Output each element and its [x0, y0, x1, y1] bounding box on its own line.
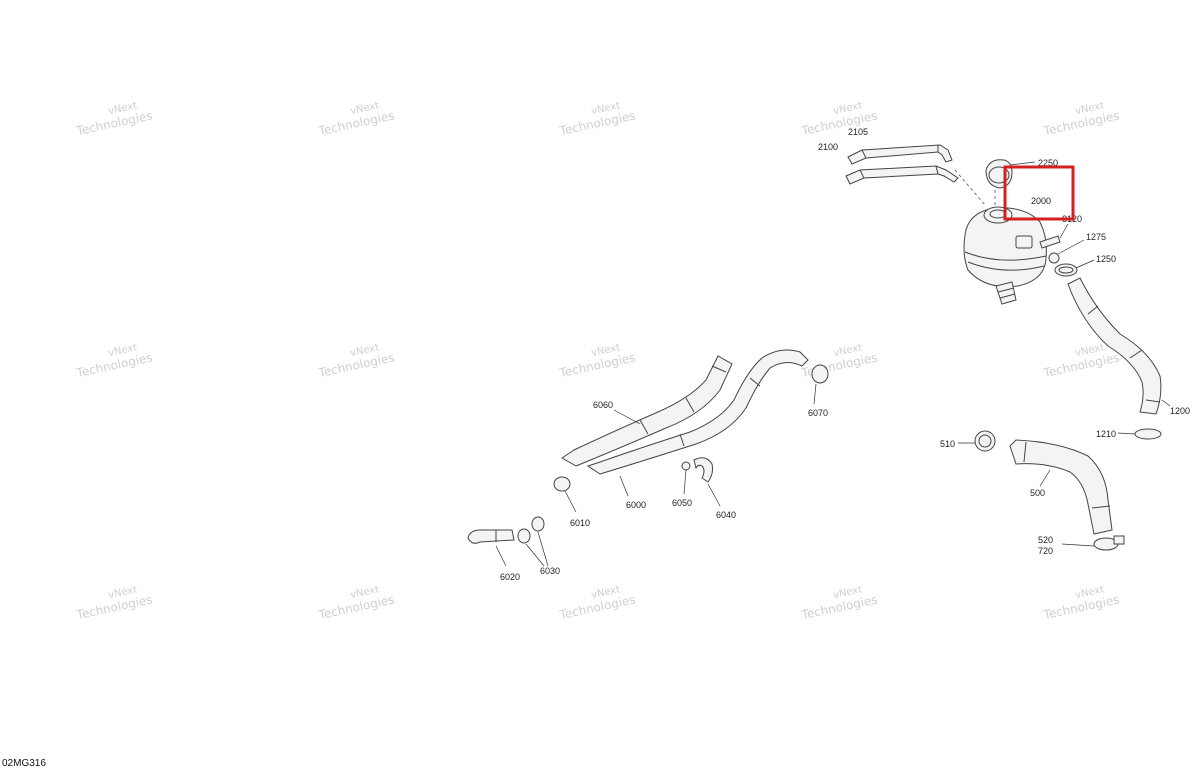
- part-510-clamp[interactable]: [958, 430, 996, 452]
- part-label-6070[interactable]: 6070: [808, 408, 828, 418]
- part-label-520[interactable]: 520: [1038, 535, 1053, 545]
- part-1210-clamp[interactable]: [1117, 428, 1162, 440]
- part-6010-clamp[interactable]: [553, 476, 577, 513]
- part-1275-clamp[interactable]: [1048, 239, 1085, 264]
- part-1250-clamp[interactable]: [1054, 259, 1095, 277]
- watermark-grid: vNext Technologies vNext Technologies vN…: [74, 100, 1120, 622]
- part-label-510[interactable]: 510: [940, 439, 955, 449]
- drawing-code: 02MG316: [2, 758, 46, 769]
- part-label-6050[interactable]: 6050: [672, 498, 692, 508]
- part-6000-hose[interactable]: [586, 349, 809, 497]
- part-6040-bracket[interactable]: [693, 457, 721, 507]
- part-520-clamp[interactable]: [1061, 535, 1125, 551]
- part-label-500[interactable]: 500: [1030, 488, 1045, 498]
- part-6050-nut[interactable]: [681, 461, 691, 495]
- part-6060-hose[interactable]: [561, 355, 733, 467]
- part-label-6020[interactable]: 6020: [500, 572, 520, 582]
- part-label-2250[interactable]: 2250: [1038, 158, 1058, 168]
- part-500-hose[interactable]: [1009, 439, 1113, 535]
- part-label-6060[interactable]: 6060: [593, 400, 613, 410]
- part-label-6000[interactable]: 6000: [626, 500, 646, 510]
- highlight-box: [1003, 165, 1075, 221]
- part-label-6010[interactable]: 6010: [570, 518, 590, 528]
- part-2100-tube[interactable]: [845, 165, 959, 185]
- part-label-6030[interactable]: 6030: [540, 566, 560, 576]
- part-2105-tube[interactable]: [847, 144, 953, 165]
- part-6070-clamp[interactable]: [811, 364, 829, 405]
- part-2000-expansion-tank[interactable]: [963, 206, 1047, 305]
- part-label-720[interactable]: 720: [1038, 546, 1053, 556]
- part-1200-hose[interactable]: [1067, 277, 1171, 415]
- part-label-1200[interactable]: 1200: [1170, 406, 1190, 416]
- part-6020-hose[interactable]: [467, 529, 515, 567]
- assembly-line: [954, 169, 986, 206]
- part-6030-clamps[interactable]: [517, 516, 549, 567]
- part-label-1250[interactable]: 1250: [1096, 254, 1116, 264]
- part-label-1210[interactable]: 1210: [1096, 429, 1116, 439]
- part-label-2000[interactable]: 2000: [1031, 196, 1051, 206]
- part-label-1275[interactable]: 1275: [1086, 232, 1106, 242]
- part-label-2105[interactable]: 2105: [848, 127, 868, 137]
- part-label-2100[interactable]: 2100: [818, 142, 838, 152]
- part-2250-cap[interactable]: [985, 159, 1036, 189]
- part-label-6040[interactable]: 6040: [716, 510, 736, 520]
- part-8120-bolt[interactable]: [1039, 223, 1069, 249]
